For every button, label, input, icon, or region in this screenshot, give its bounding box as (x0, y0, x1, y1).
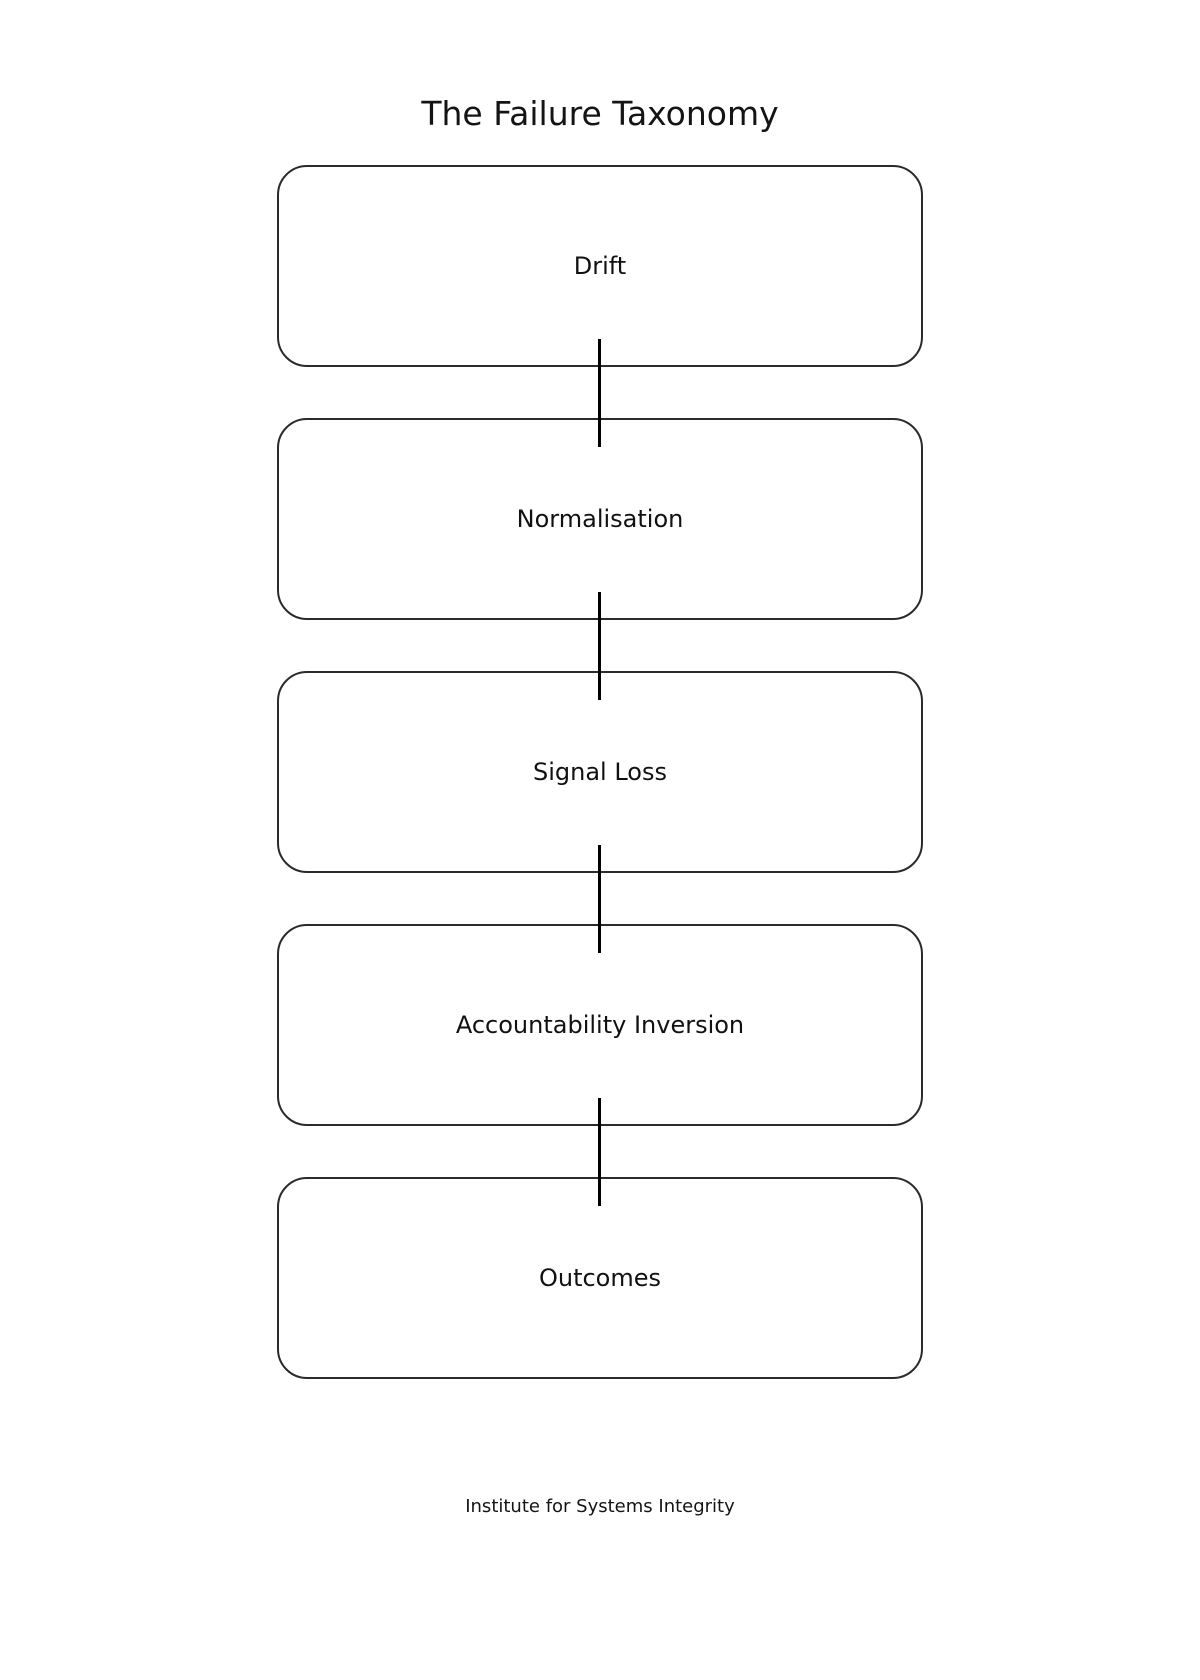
flow-node-accountability-inversion: Accountability Inversion (277, 924, 923, 1126)
footer-caption: Institute for Systems Integrity (465, 1496, 735, 1517)
diagram-title: The Failure Taxonomy (421, 94, 779, 133)
connector-line-1 (598, 339, 601, 447)
flow-node-outcomes: Outcomes (277, 1177, 923, 1379)
connector-line-3 (598, 845, 601, 953)
flow-node-normalisation-label: Normalisation (516, 504, 684, 533)
flow-node-drift-label: Drift (573, 251, 627, 280)
flow-node-signal-loss-label: Signal Loss (533, 757, 667, 786)
connector-line-4 (598, 1098, 601, 1206)
connector-line-2 (598, 592, 601, 700)
flow-node-normalisation: Normalisation (277, 418, 923, 620)
flow-node-accountability-inversion-label: Accountability Inversion (455, 1010, 745, 1039)
flow-node-drift: Drift (277, 165, 923, 367)
flow-node-signal-loss: Signal Loss (277, 671, 923, 873)
flow-node-outcomes-label: Outcomes (538, 1263, 662, 1292)
